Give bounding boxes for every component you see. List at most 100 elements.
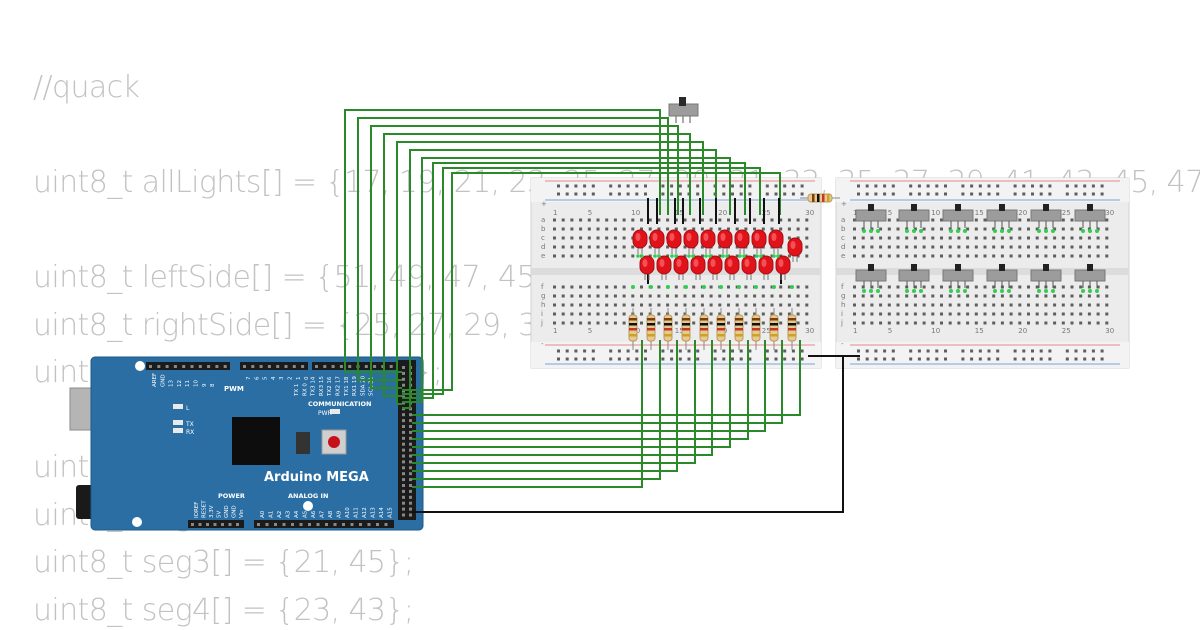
bb-rail-hole	[891, 184, 895, 188]
connection-dot	[1095, 229, 1099, 233]
slide-switch	[1074, 269, 1106, 282]
bb-hole	[735, 245, 739, 249]
bb-rail-hole	[635, 192, 639, 196]
bb-hole	[718, 227, 722, 231]
bb-hole	[570, 303, 574, 307]
bb-hole	[966, 245, 970, 249]
bb-hole	[727, 227, 730, 231]
bb-rail-hole	[583, 349, 587, 353]
header-pin	[402, 495, 405, 499]
bb-hole	[770, 227, 774, 231]
header-pin	[373, 365, 377, 368]
slide-switch-knob	[1043, 264, 1049, 271]
bb-column-number: 1	[553, 209, 557, 217]
bb-rail-hole	[557, 184, 560, 188]
bb-rail-hole	[1091, 357, 1095, 361]
bb-rail-hole	[1013, 184, 1017, 188]
bb-column-number: 25	[1062, 209, 1071, 217]
connection-dot	[876, 229, 880, 233]
bb-rail-hole	[935, 192, 939, 196]
header-pin	[157, 365, 161, 368]
bb-hole	[1044, 245, 1048, 249]
bb-hole	[761, 303, 765, 307]
bb-hole	[1096, 312, 1100, 316]
power-label: POWER	[218, 492, 245, 500]
bb-hole	[1018, 285, 1022, 289]
bb-row-letter: e	[841, 252, 845, 260]
connection-dot	[869, 229, 873, 233]
connection-dot	[905, 229, 909, 233]
bb-hole	[640, 285, 643, 289]
connection-dot	[1000, 289, 1004, 293]
bb-hole	[553, 227, 556, 231]
resistor-band	[700, 323, 708, 326]
bb-hole	[861, 285, 865, 289]
bb-rail-hole	[1031, 192, 1034, 196]
bb-hole	[727, 285, 730, 289]
bb-rail-hole	[696, 357, 700, 361]
bb-rail-hole	[996, 184, 1000, 188]
bb-rail-hole	[978, 184, 982, 188]
bb-hole	[931, 227, 935, 231]
connection-dot	[640, 254, 644, 258]
bb-hole	[605, 227, 609, 231]
bb-rail-hole	[557, 357, 560, 361]
header-pin	[213, 523, 217, 526]
connection-dot	[1000, 229, 1004, 233]
bb-hole	[735, 254, 739, 258]
bb-column-number: 5	[888, 209, 892, 217]
header-pin	[409, 478, 412, 482]
header-pin	[223, 365, 227, 368]
header-pin	[251, 365, 255, 368]
bb-hole	[613, 245, 617, 249]
header-pin	[299, 523, 303, 526]
resistor-band	[664, 328, 672, 331]
header-pin	[409, 442, 412, 446]
bb-hole	[666, 218, 670, 222]
slide-switch-knob	[999, 204, 1005, 211]
bb-hole	[796, 294, 800, 298]
bb-hole	[913, 303, 917, 307]
bb-hole	[870, 303, 874, 307]
bb-column-number: 30	[1105, 209, 1114, 217]
bb-hole	[709, 227, 713, 231]
bb-rail-hole	[1031, 349, 1034, 353]
bb-hole	[887, 218, 891, 222]
bb-rail-hole	[909, 349, 913, 353]
wire	[412, 340, 783, 424]
wire	[402, 172, 781, 391]
bb-rail-hole	[557, 349, 560, 353]
bb-hole	[1035, 294, 1039, 298]
wire	[402, 167, 761, 395]
bb-hole	[648, 294, 652, 298]
bb-rail-hole	[926, 349, 930, 353]
bb-hole	[631, 294, 635, 298]
bb-hole	[735, 312, 739, 316]
bb-hole	[861, 245, 865, 249]
bb-hole	[974, 218, 978, 222]
bb-rail-hole	[970, 192, 974, 196]
header-pin	[409, 484, 412, 487]
connection-dot	[876, 289, 880, 293]
header-top-right	[312, 362, 398, 370]
bb-hole	[744, 312, 748, 316]
bb-hole	[648, 245, 652, 249]
bb-hole	[1087, 236, 1091, 240]
led-l-label: L	[186, 405, 190, 412]
bb-hole	[613, 254, 617, 258]
bb-rail-hole	[774, 184, 778, 188]
bb-hole	[596, 312, 600, 316]
bb-hole	[796, 227, 800, 231]
bb-hole	[957, 254, 961, 258]
bb-hole	[1044, 303, 1048, 307]
bb-hole	[870, 285, 874, 289]
bb-hole	[1070, 236, 1074, 240]
pin-label: A7	[320, 510, 326, 518]
bb-hole	[570, 245, 574, 249]
bb-rail-hole	[687, 349, 691, 353]
slide-switch	[1074, 209, 1106, 222]
bb-hole	[1000, 254, 1004, 258]
bb-hole	[770, 312, 774, 316]
slide-switch	[1030, 269, 1062, 282]
bb-hole	[931, 218, 935, 222]
